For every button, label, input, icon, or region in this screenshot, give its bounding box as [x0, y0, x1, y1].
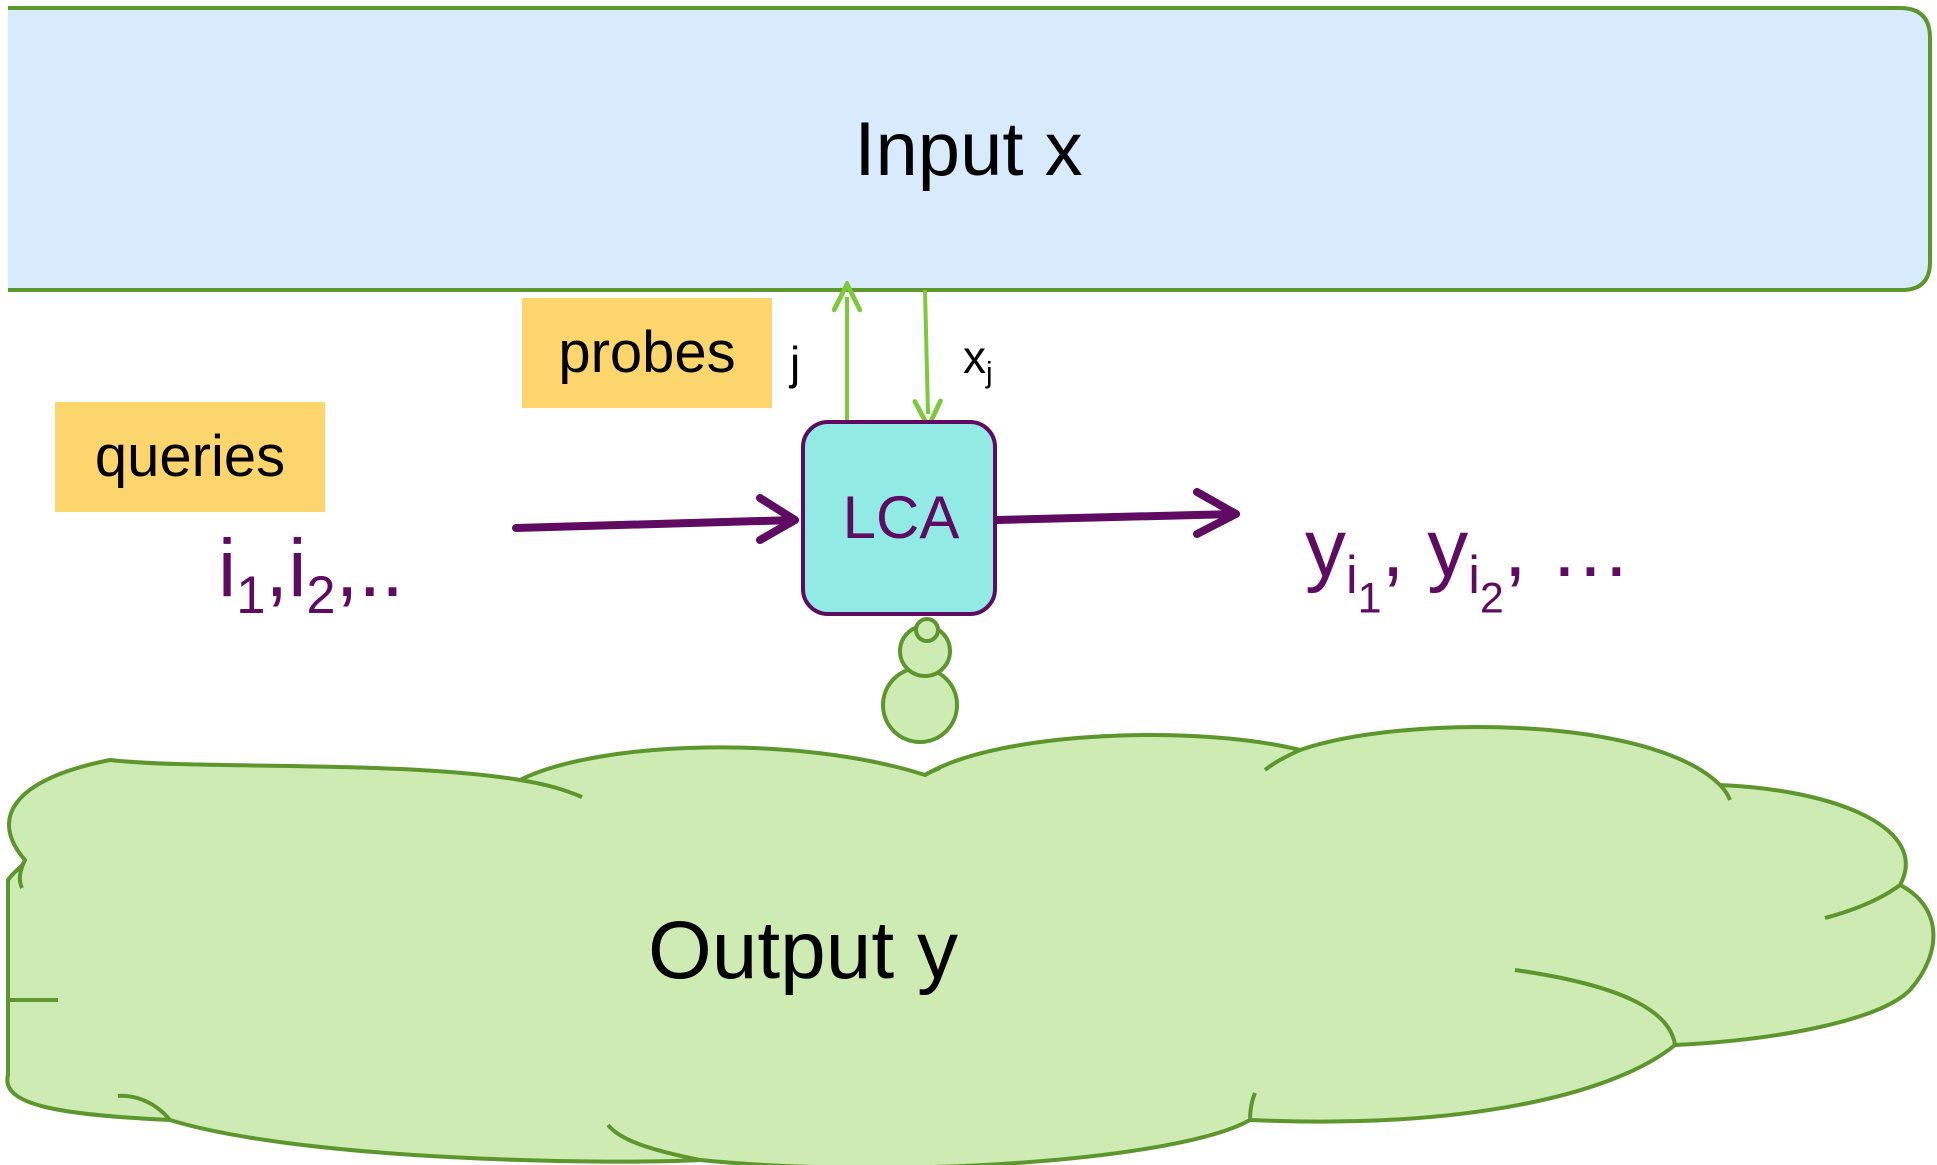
query-item-sub: 1 [236, 565, 266, 625]
queries-tag: queries [55, 402, 325, 512]
thought-bubble-small [914, 617, 940, 643]
probe-value-label: xj [963, 331, 993, 388]
result-item: yi2, … [1427, 503, 1632, 620]
output-cloud [5, 725, 1936, 1165]
result-item-base: y [1427, 503, 1469, 594]
output-cloud-shape [5, 725, 1936, 1165]
result-item-subsub: 1 [1357, 574, 1382, 623]
probe-value-sub: j [986, 356, 993, 390]
lca-box [801, 420, 997, 616]
probe-in-arrow [925, 289, 928, 414]
result-item-sub-letter: i [1468, 545, 1480, 605]
cloud-inner-strokes [8, 748, 1902, 1162]
query-item-base: i [218, 523, 237, 614]
query-item-sep: ,.. [335, 523, 404, 614]
result-item: yi1, [1305, 503, 1405, 620]
answer-arrow-head [1193, 488, 1240, 538]
result-item-sub: i2 [1468, 545, 1504, 620]
result-item-sep: , … [1503, 503, 1632, 594]
probe-value-base: x [963, 331, 986, 383]
query-item-sep: , [265, 523, 289, 614]
query-item-base: i [288, 523, 307, 614]
result-item-subsub: 2 [1479, 574, 1504, 623]
result-item-sep: , [1381, 503, 1405, 594]
query-sequence: i1,i2,.. [218, 528, 404, 622]
result-item-base: y [1305, 503, 1346, 594]
result-item-sub: i1 [1346, 545, 1382, 620]
output-title: Output y [648, 905, 958, 996]
probe-index-label: j [790, 337, 801, 389]
input-box [8, 6, 1932, 292]
lca-label: LCA [842, 484, 960, 551]
thought-bubble-large [881, 666, 959, 744]
probes-tag: probes [522, 298, 772, 408]
input-title: Input x [854, 107, 1083, 192]
query-arrow [512, 516, 799, 532]
answer-arrow [993, 510, 1240, 524]
result-item-sub-letter: i [1346, 545, 1358, 605]
query-item: i1, [218, 523, 289, 622]
query-arrow-head [756, 494, 799, 544]
result-sequence: yi1, yi2, … [1305, 508, 1631, 620]
query-item: i2,.. [288, 523, 404, 622]
query-item-sub: 2 [306, 565, 336, 625]
